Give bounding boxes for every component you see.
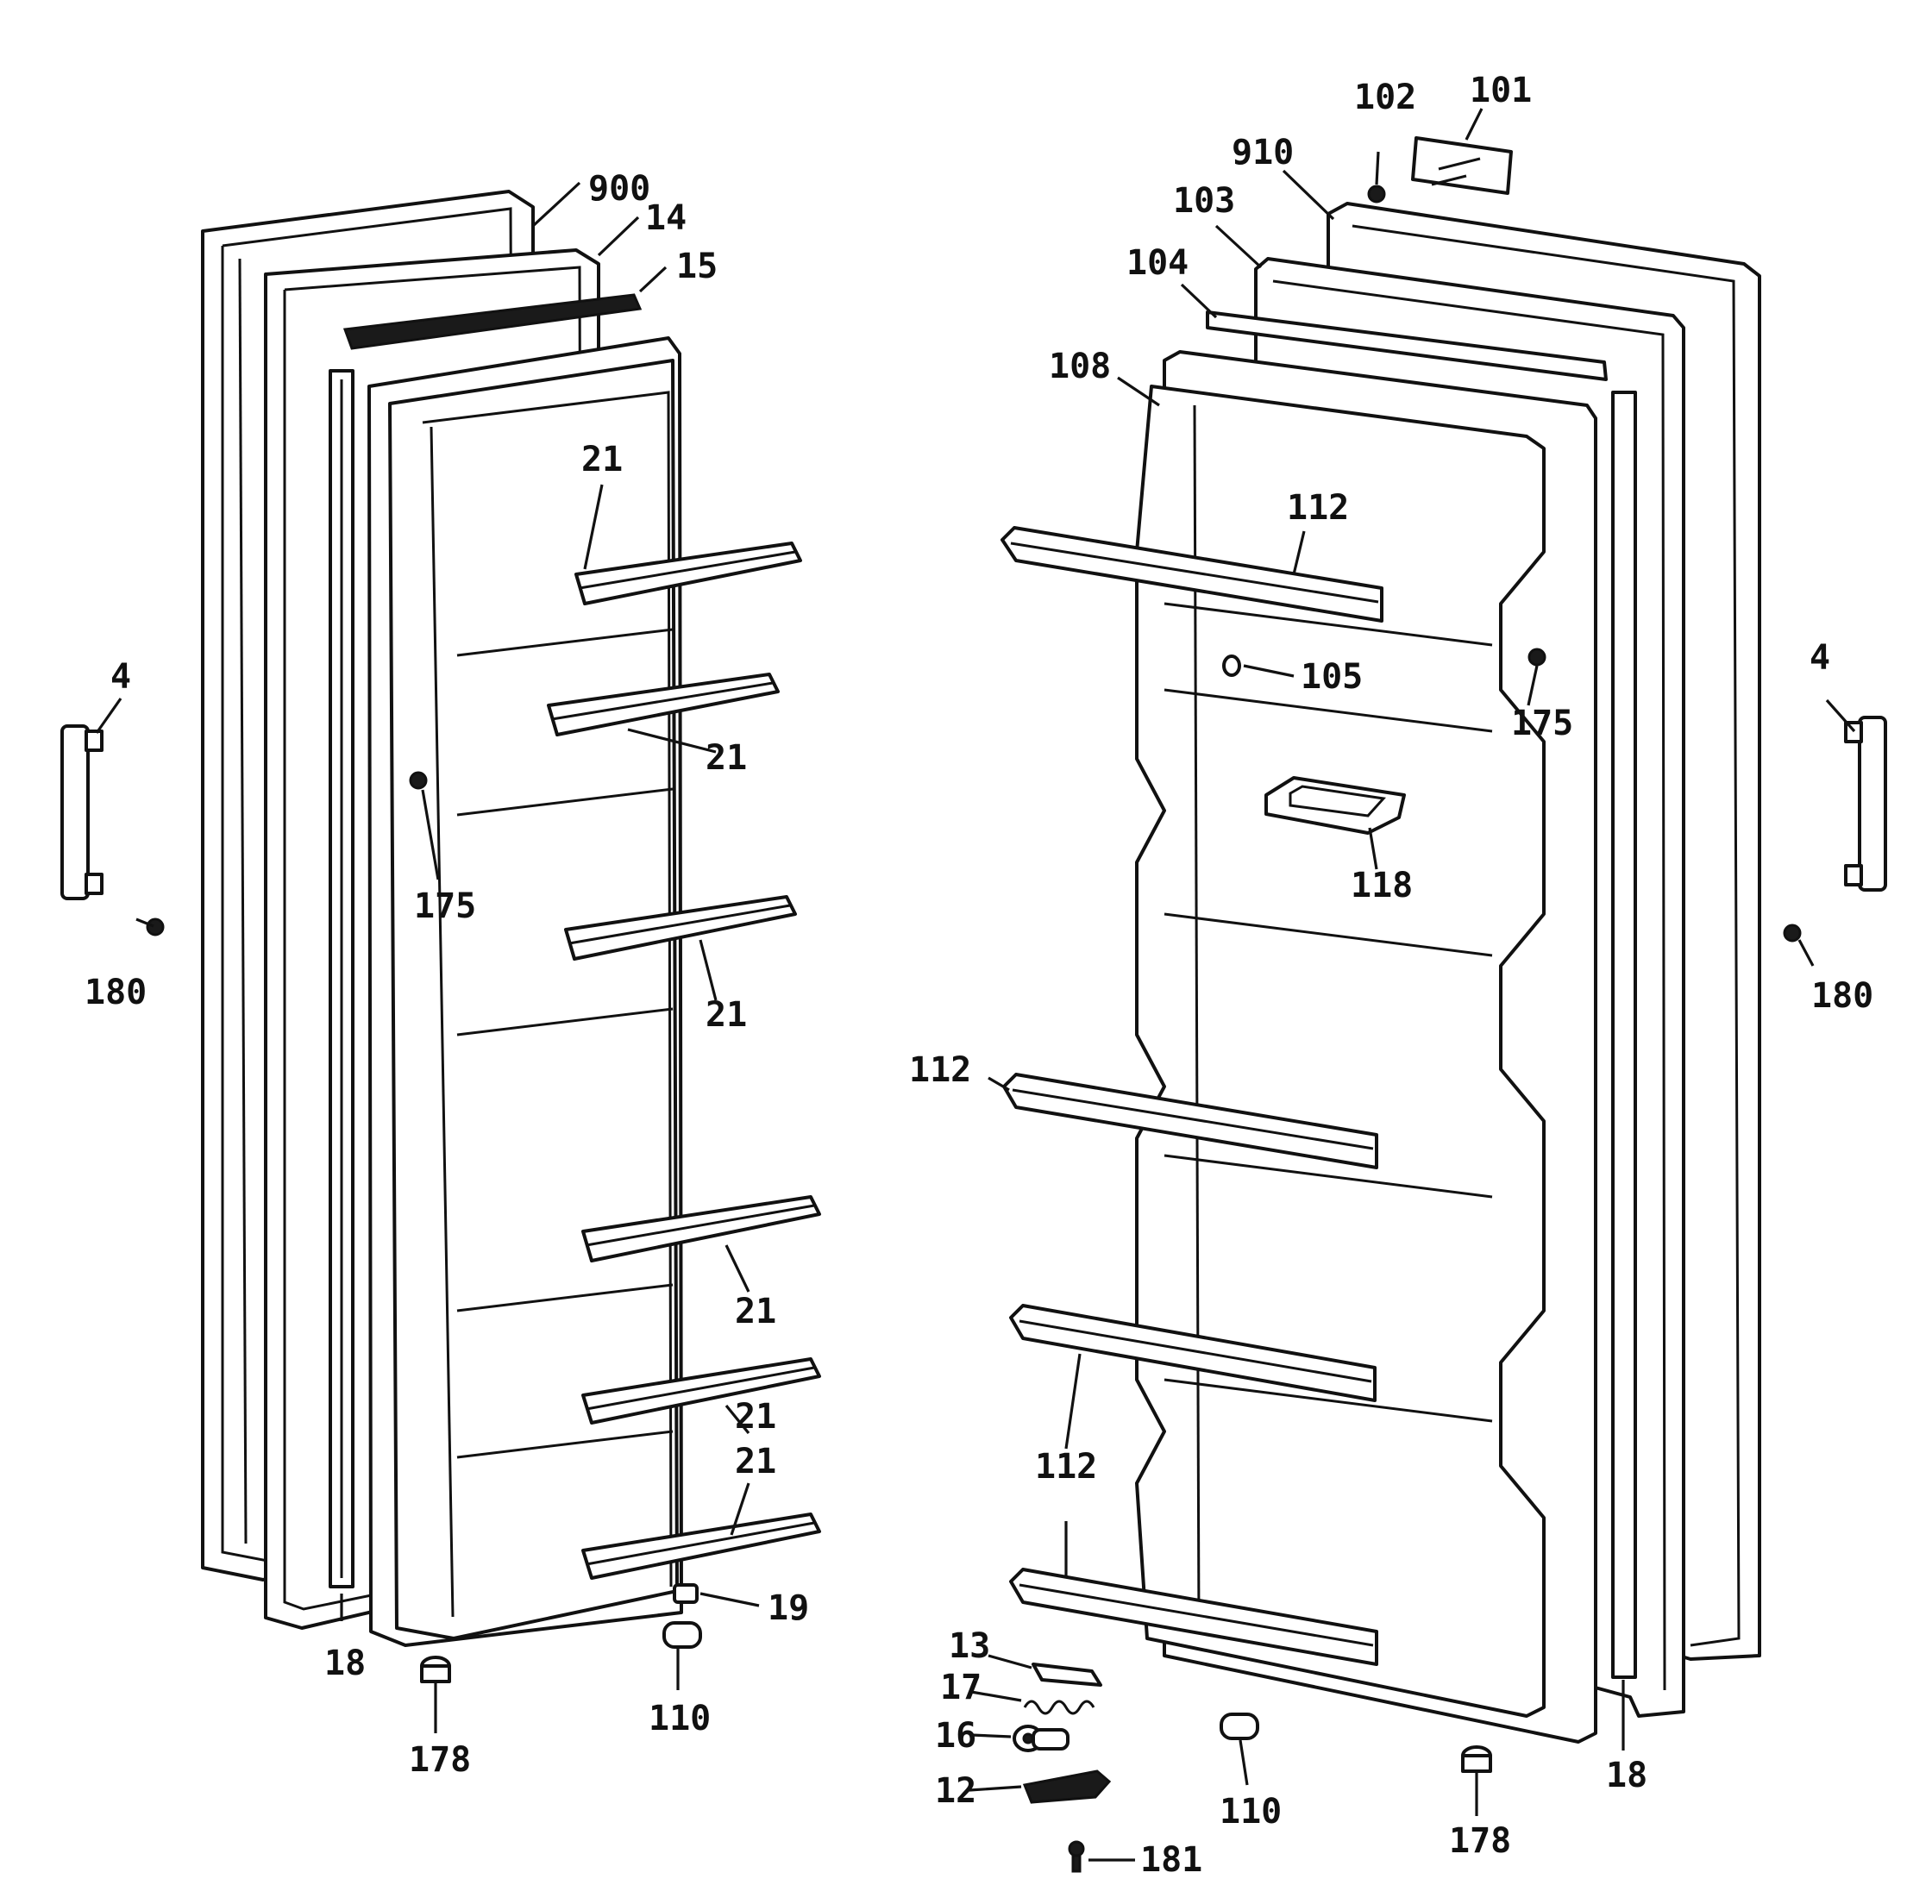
callout-15: 15 <box>676 247 718 286</box>
right-top-cap-101 <box>1411 136 1513 195</box>
callout-112-low: 112 <box>1035 1447 1097 1487</box>
right-shelf-bar-2 <box>1002 1073 1378 1169</box>
left-shelf-bar-3 <box>564 895 797 961</box>
callout-21-e: 21 <box>735 1397 776 1437</box>
callout-4-right: 4 <box>1810 638 1830 678</box>
left-top-plate <box>342 293 643 350</box>
leader-lines <box>95 108 1856 1862</box>
left-inner-liner <box>367 336 683 1647</box>
right-inner-liner <box>1135 350 1597 1744</box>
left-liner-screw <box>409 771 428 790</box>
right-door-assembly <box>1000 136 1887 1873</box>
right-shelf-bar-1 <box>1000 526 1383 623</box>
left-bracket-19 <box>673 1583 699 1604</box>
right-handle-screw <box>1783 924 1802 943</box>
callout-labels: 900 14 15 21 21 21 21 21 21 4 180 175 18… <box>85 71 1873 1880</box>
callout-21-b: 21 <box>706 738 747 778</box>
right-door-stop-110 <box>1220 1713 1259 1740</box>
right-hinge-bushing-178 <box>1461 1745 1492 1773</box>
right-cam-16 <box>1013 1725 1070 1752</box>
callout-21-c: 21 <box>706 995 747 1035</box>
callout-101: 101 <box>1470 71 1532 110</box>
callout-180-right: 180 <box>1811 976 1873 1016</box>
callout-104: 104 <box>1126 243 1189 283</box>
callout-16: 16 <box>935 1716 976 1756</box>
callout-112-mid: 112 <box>909 1050 971 1090</box>
right-door-handle <box>1844 716 1887 892</box>
left-handle-screw <box>135 918 165 936</box>
callout-13: 13 <box>949 1626 990 1666</box>
left-shelf-bar-4 <box>581 1195 821 1262</box>
callout-18-right: 18 <box>1606 1756 1647 1795</box>
callout-14: 14 <box>645 198 687 238</box>
callout-4-left: 4 <box>110 657 131 697</box>
right-top-strip <box>1206 310 1608 381</box>
left-door-stop-110 <box>662 1621 702 1649</box>
right-top-screw-102 <box>1367 185 1386 204</box>
callout-102: 102 <box>1354 78 1416 117</box>
callout-18-left: 18 <box>324 1644 366 1683</box>
callout-181: 181 <box>1140 1840 1202 1880</box>
callout-180-left: 180 <box>85 973 147 1012</box>
callout-175-right: 175 <box>1511 704 1573 743</box>
right-shelf-bar-3 <box>1009 1304 1377 1402</box>
right-screw-181 <box>1068 1840 1085 1873</box>
callout-110-right: 110 <box>1220 1792 1282 1832</box>
left-door-handle <box>60 724 104 900</box>
right-hinge-12 <box>1022 1769 1112 1804</box>
callout-17: 17 <box>940 1668 982 1707</box>
right-spring-17 <box>1023 1700 1095 1715</box>
callout-105: 105 <box>1301 657 1363 697</box>
callout-12: 12 <box>935 1771 976 1811</box>
callout-21-d: 21 <box>735 1292 776 1331</box>
callout-178-left: 178 <box>409 1740 471 1780</box>
right-shelf-bar-4 <box>1009 1568 1378 1666</box>
right-dish-118 <box>1264 776 1406 835</box>
right-gasket-strip <box>1611 391 1637 1679</box>
callout-19: 19 <box>768 1588 809 1628</box>
callout-21-f: 21 <box>735 1442 776 1481</box>
callout-21-a: 21 <box>581 440 623 479</box>
left-gasket-strip <box>329 369 354 1588</box>
callout-118: 118 <box>1351 866 1413 905</box>
left-shelf-bar-2 <box>547 673 780 736</box>
left-door-assembly <box>60 190 821 1683</box>
callout-103: 103 <box>1173 181 1235 221</box>
right-liner-screw <box>1527 648 1546 667</box>
callout-910: 910 <box>1232 133 1294 172</box>
right-plug-105 <box>1222 654 1241 677</box>
left-hinge-bushing-178 <box>420 1656 451 1683</box>
left-shelf-bar-5 <box>581 1357 821 1425</box>
callout-108: 108 <box>1049 347 1111 386</box>
callout-175-left: 175 <box>414 886 476 926</box>
right-plate-13 <box>1032 1663 1102 1687</box>
callout-110-left: 110 <box>649 1699 711 1738</box>
left-shelf-bar-1 <box>574 542 802 605</box>
callout-112-top: 112 <box>1287 488 1349 528</box>
callout-178-right: 178 <box>1449 1821 1511 1861</box>
callout-900: 900 <box>588 169 650 209</box>
